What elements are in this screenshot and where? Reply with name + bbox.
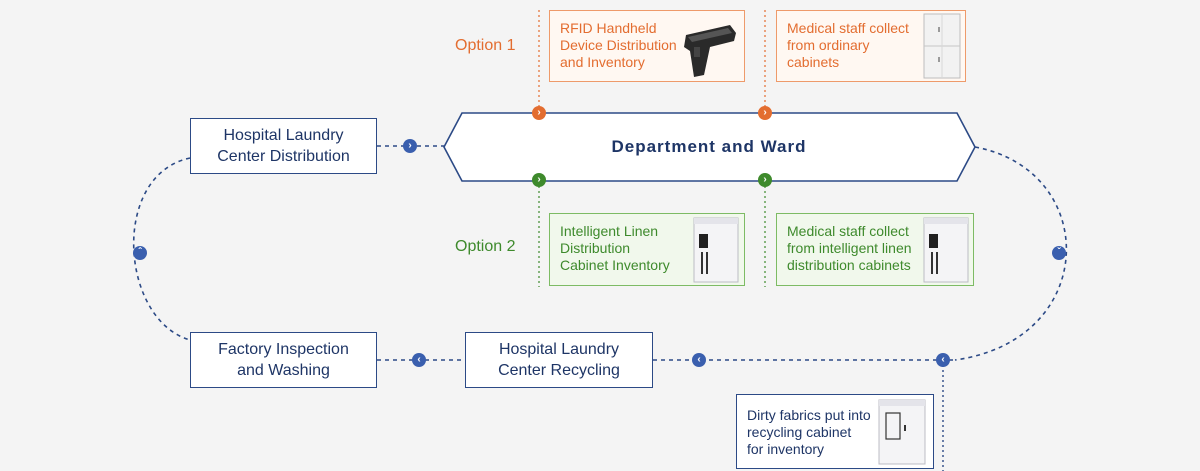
chevron-right-icon: › — [758, 106, 772, 120]
chevron-down-icon: ˇ — [1052, 246, 1066, 260]
intelligent-cabinet-collect-text: Medical staff collect from intelligent l… — [787, 223, 912, 273]
rfid-handheld-card: RFID Handheld Device Distribution and In… — [549, 10, 745, 82]
intelligent-linen-card: Intelligent Linen Distribution Cabinet I… — [549, 213, 745, 286]
laundry-recycling-label: Hospital Laundry Center Recycling — [498, 341, 620, 379]
chevron-left-icon: ‹ — [936, 353, 950, 367]
chevron-right-icon: › — [403, 139, 417, 153]
factory-inspection-label: Factory Inspection and Washing — [218, 341, 349, 379]
chevron-right-icon: › — [532, 106, 546, 120]
chevron-right-icon: › — [758, 173, 772, 187]
rfid-handheld-text: RFID Handheld Device Distribution and In… — [560, 20, 677, 70]
intelligent-linen-cabinet-icon — [923, 217, 969, 283]
laundry-distribution-node: Hospital Laundry Center Distribution — [190, 118, 377, 174]
option1-label: Option 1 — [455, 37, 516, 54]
factory-inspection-node: Factory Inspection and Washing — [190, 332, 377, 388]
ordinary-cabinet-icon — [923, 13, 961, 79]
intelligent-linen-text: Intelligent Linen Distribution Cabinet I… — [560, 223, 670, 273]
option2-label: Option 2 — [455, 238, 516, 255]
ordinary-cabinet-card: Medical staff collect from ordinary cabi… — [776, 10, 966, 82]
department-ward-title: Department and Ward — [611, 137, 807, 156]
department-ward-hexagon — [443, 112, 976, 182]
chevron-right-icon: › — [532, 173, 546, 187]
ordinary-cabinet-text: Medical staff collect from ordinary cabi… — [787, 20, 909, 70]
intelligent-cabinet-collect-card: Medical staff collect from intelligent l… — [776, 213, 974, 286]
recycling-cabinet-card: Dirty fabrics put into recycling cabinet… — [736, 394, 934, 469]
chevron-left-icon: ‹ — [692, 353, 706, 367]
laundry-distribution-label: Hospital Laundry Center Distribution — [217, 127, 350, 165]
recycling-cabinet-text: Dirty fabrics put into recycling cabinet… — [747, 407, 871, 457]
chevron-left-icon: ‹ — [412, 353, 426, 367]
recycling-cabinet-icon — [878, 399, 926, 465]
intelligent-linen-cabinet-icon — [693, 217, 739, 283]
laundry-recycling-node: Hospital Laundry Center Recycling — [465, 332, 653, 388]
right-loop-connector — [954, 146, 1068, 361]
chevron-up-icon: ˆ — [133, 246, 147, 260]
rfid-handheld-device-icon — [684, 25, 736, 77]
